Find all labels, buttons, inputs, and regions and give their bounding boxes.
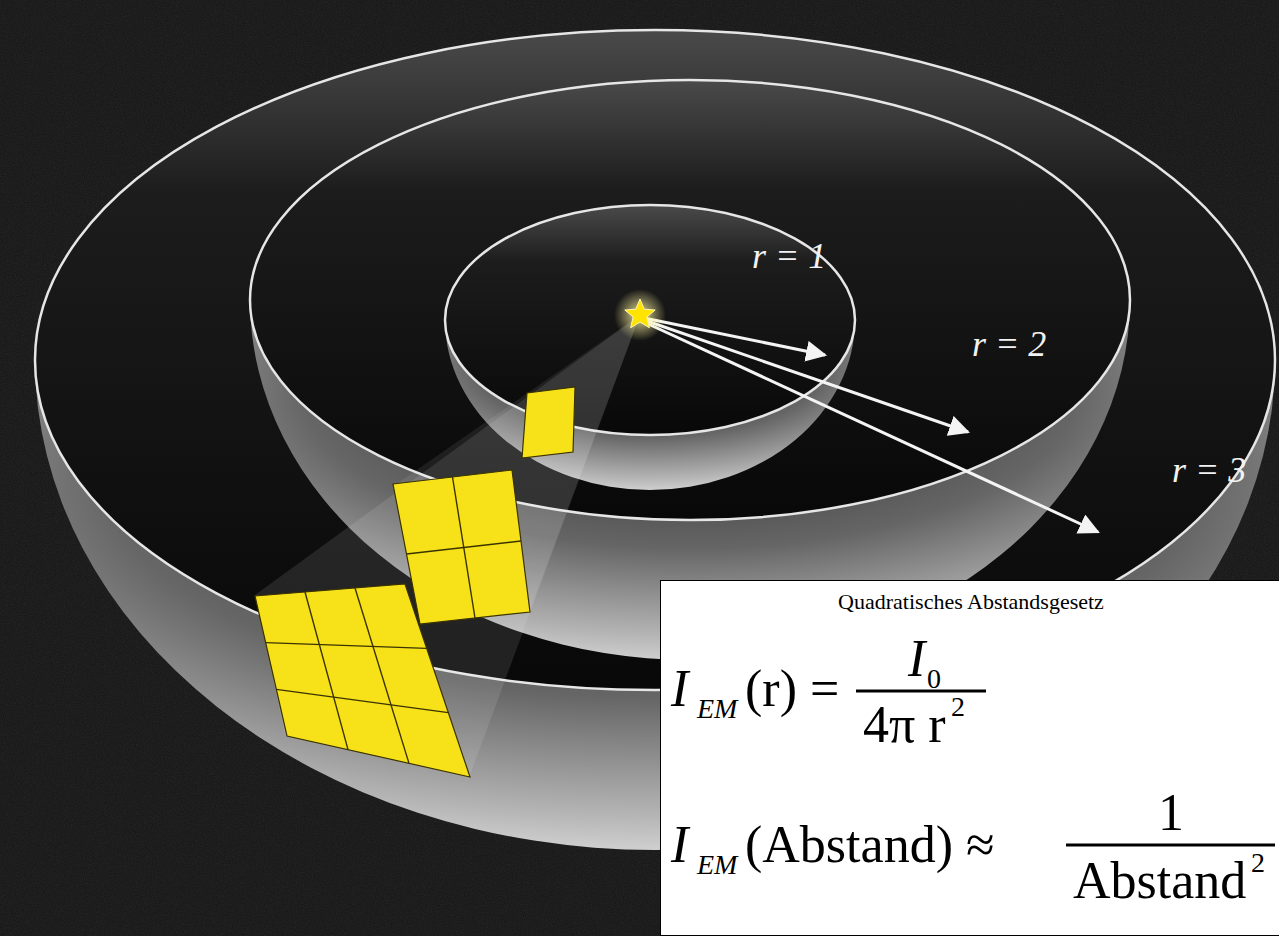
formula-term: (r) = [745,663,839,715]
formula-box: Quadratisches AbstandsgesetzIEM(r) =I04π… [660,580,1279,936]
radius-arrow [644,318,825,355]
light-source-star [625,299,655,328]
fraction-bar [1066,844,1275,847]
radius-label: r = 3 [1172,452,1246,488]
formula-term: 4π r [863,699,946,751]
area-patch [393,470,530,624]
area-patch [255,584,470,777]
formula-exponent: 2 [951,693,965,721]
radius-label: r = 1 [752,238,826,274]
box-heading: Quadratisches Abstandsgesetz [661,591,1279,613]
grid-line [355,588,409,763]
formula-exponent: 2 [1251,849,1265,877]
area-grids [255,387,575,777]
formula-term: (Abstand) ≈ [745,819,995,871]
grid-line [276,689,448,712]
formula-symbol: I [671,819,688,871]
radius-label: r = 2 [972,326,1046,362]
formula-term: Abstand [1073,855,1246,907]
formula-symbol: I [671,663,688,715]
formula-subscript: EM [697,851,737,879]
formula-term: 1 [1158,787,1184,839]
radius-arrow [644,320,968,432]
middle-bowl-rim [250,80,1130,520]
grid-line [266,643,427,649]
inner-bowl-rim [445,205,855,435]
area-patch [522,387,575,458]
formula-subscript: EM [697,695,737,723]
formula-symbol: I [908,633,925,685]
grid-line [305,592,348,750]
fraction-bar [856,690,986,693]
grid-line [407,541,522,554]
radius-arrow [644,322,1098,532]
star-glow [614,289,666,341]
formula-subscript: 0 [927,665,941,693]
